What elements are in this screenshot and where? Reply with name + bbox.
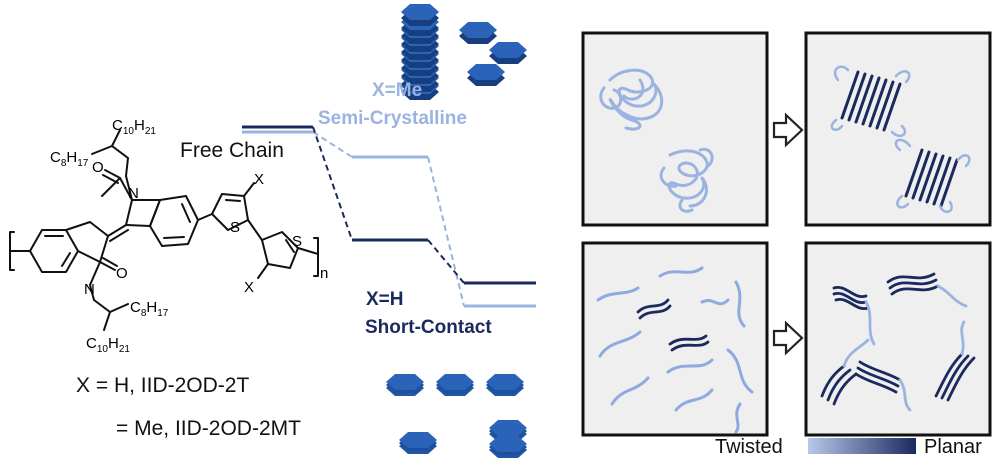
- repeat-n: n: [320, 265, 328, 282]
- crystalline-domains: [830, 65, 971, 214]
- formula-c8h17-top: C8H17: [50, 149, 89, 169]
- morphology-panels: [581, 31, 992, 437]
- legend-line-1: X = H, IID-2OD-2T: [76, 374, 250, 397]
- disk-stack-h: [386, 374, 527, 458]
- formula-c10h21-bottom: C10H21: [86, 335, 130, 355]
- arrow-right-icon: [772, 113, 804, 147]
- atom-o-bottom: O: [116, 265, 128, 282]
- energy-diagram: [242, 125, 536, 308]
- atom-s-bottom: S: [292, 233, 302, 250]
- me-label: X=Me: [372, 80, 423, 101]
- polymer-structure: [9, 129, 319, 331]
- panel-bottom-right: [804, 241, 992, 437]
- formula-c10h21-top: C10H21: [112, 117, 156, 137]
- bracket-right: [313, 237, 319, 277]
- subst-x-top: X: [254, 171, 264, 188]
- scale-left-label: Twisted: [715, 436, 783, 458]
- formula-c8h17-bottom: C8H17: [130, 299, 169, 319]
- structure-atom-labels: N N O O S S X X n C10H21 C8H17 C8H17 C10…: [50, 117, 328, 355]
- free-chain-label: Free Chain: [180, 139, 284, 162]
- me-description: Semi-Crystalline: [318, 108, 467, 129]
- h-label: X=H: [366, 289, 404, 310]
- subst-x-bottom: X: [244, 279, 254, 296]
- h-description: Short-Contact: [365, 317, 492, 338]
- twisted-planar-gradient-bar: [808, 438, 916, 454]
- atom-n-top: N: [128, 185, 139, 202]
- tangled-coils: [599, 68, 714, 213]
- atom-s-top: S: [230, 219, 240, 236]
- atom-o-top: O: [92, 159, 104, 176]
- planar-aggregates: [820, 272, 976, 412]
- atom-n-bottom: N: [84, 281, 95, 298]
- arrow-right-icon: [772, 321, 804, 355]
- legend-line-2: = Me, IID-2OD-2MT: [116, 417, 301, 440]
- scale-right-label: Planar: [924, 436, 982, 458]
- isolated-chains: [596, 266, 754, 434]
